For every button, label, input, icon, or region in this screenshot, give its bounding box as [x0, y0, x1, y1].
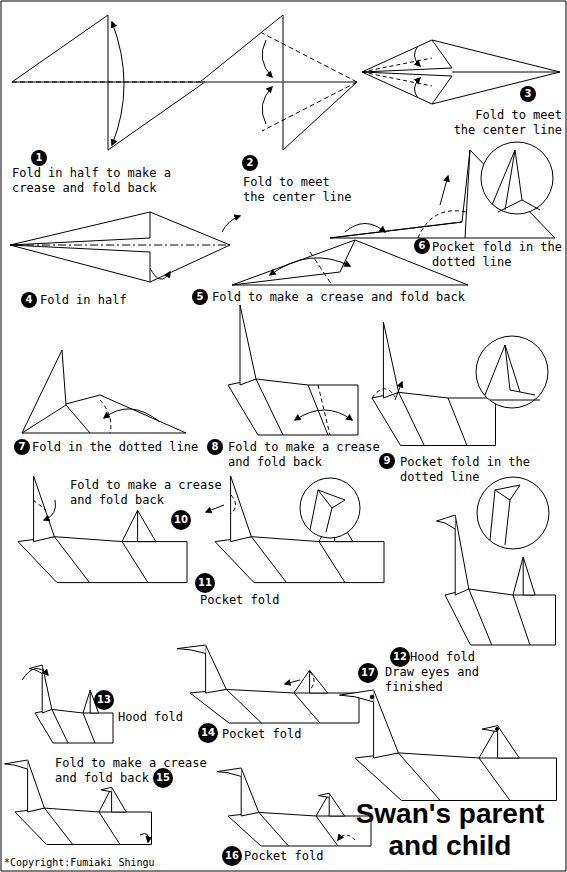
step-number-text: 7 [19, 442, 26, 452]
instruction-text: Fold in the dotted line [32, 440, 212, 455]
step-6-figure [330, 142, 555, 238]
step-number-text: 9 [384, 456, 391, 466]
step-16-figure [217, 768, 371, 846]
step-13-figure [22, 665, 113, 743]
step-number: 11 [195, 573, 215, 593]
step-17-figure [340, 690, 557, 801]
step-number-text: 4 [26, 295, 33, 305]
step-number-text: 6 [419, 241, 426, 251]
step-number-text: 12 [393, 652, 407, 662]
step-2-figure [200, 15, 357, 150]
step-number: 7 [14, 439, 30, 455]
instruction-text: Fold to meet the center line [448, 108, 562, 138]
step-number-text: 1 [36, 153, 43, 163]
instruction-text: Hood fold [118, 710, 198, 725]
step-number: 3 [520, 86, 536, 102]
step-number: 10 [171, 510, 191, 530]
step-number-text: 11 [198, 578, 212, 588]
title: Swan's parent and child [336, 798, 564, 862]
instruction-text: Fold in half to make a crease and fold b… [12, 166, 177, 196]
instruction-text: Pocket fold [222, 727, 312, 742]
instruction-text: Fold to make a crease and fold back [70, 478, 230, 508]
instruction-text: Pocket fold in the dotted line [400, 455, 535, 485]
step-1-figure [12, 15, 205, 150]
copyright-note: *Copyright:Fumiaki Shingu [4, 856, 204, 869]
step-12-figure [437, 477, 556, 645]
step-number: 8 [207, 439, 223, 455]
step-number: 14 [198, 723, 218, 743]
step-number-text: 8 [212, 442, 219, 452]
step-8-figure [228, 305, 358, 435]
step-14-figure [177, 645, 359, 723]
step-number: 16 [222, 846, 242, 866]
instruction-text: Fold in half [40, 293, 140, 308]
instruction-text: Pocket fold [244, 849, 334, 864]
step-number-text: 3 [525, 89, 532, 99]
instruction-text: Hood fold [410, 650, 490, 665]
step-number: 4 [21, 292, 37, 308]
instruction-text: Fold to make a crease and fold back [55, 756, 215, 786]
instruction-text: Pocket fold in the dotted line [432, 240, 567, 270]
instruction-text: Fold to meet the center line [243, 175, 358, 205]
step-number: 5 [192, 289, 208, 305]
instruction-text: Fold to make a crease and fold back [212, 290, 482, 305]
step-9-figure [372, 322, 548, 446]
step-number-text: 5 [197, 292, 204, 302]
step-number: 6 [414, 238, 430, 254]
step-number: 2 [242, 155, 258, 171]
step-number: 17 [358, 663, 378, 683]
step-number-text: 10 [174, 515, 188, 525]
step-number: 13 [94, 690, 114, 710]
step-number-text: 2 [247, 158, 254, 168]
step-number: 15 [153, 768, 173, 788]
step-number: 12 [390, 647, 410, 667]
step-number: 1 [31, 150, 47, 166]
step-3-figure [362, 40, 560, 104]
step-number-text: 15 [156, 773, 170, 783]
step-7-figure [22, 350, 186, 433]
step-4-figure [10, 212, 240, 282]
step-number-text: 13 [97, 695, 111, 705]
step-number-text: 17 [361, 668, 375, 678]
instruction-text: Fold to make a crease and fold back [228, 440, 388, 470]
step-number-text: 14 [201, 728, 215, 738]
step-11-figure [206, 476, 384, 583]
step-number: 9 [379, 453, 395, 469]
step-number-text: 16 [225, 851, 239, 861]
instruction-text: Pocket fold [200, 593, 290, 608]
instruction-text: Draw eyes and finished [385, 665, 480, 695]
